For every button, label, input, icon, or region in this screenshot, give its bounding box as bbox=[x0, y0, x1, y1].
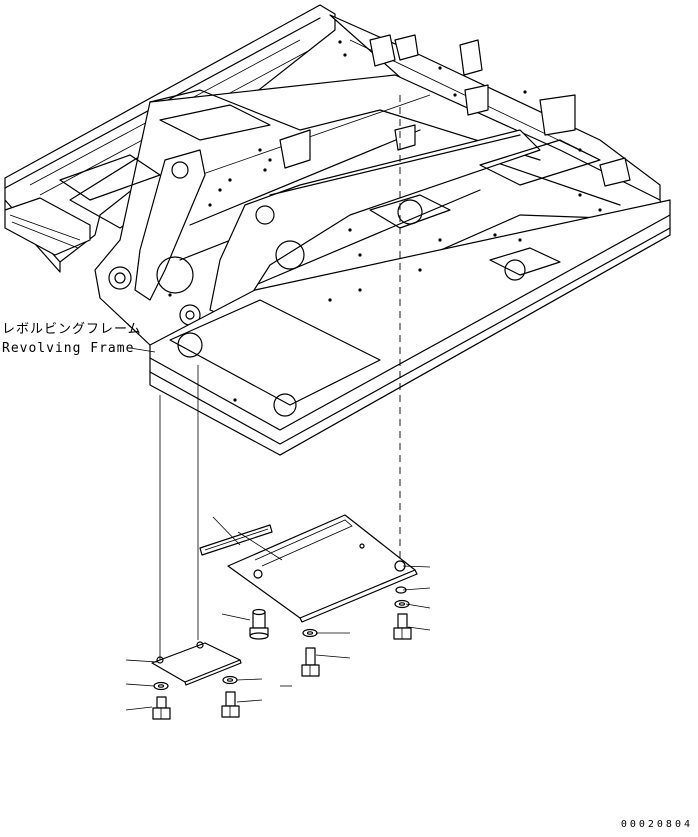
left-step bbox=[4, 197, 91, 256]
callout-leader bbox=[402, 587, 431, 591]
callout-leader bbox=[125, 659, 158, 663]
callout-leader bbox=[212, 516, 241, 546]
callout-leader bbox=[125, 706, 153, 711]
washer-2 bbox=[394, 599, 410, 609]
part-name-english: Revolving Frame bbox=[2, 341, 134, 356]
small-cover-plate bbox=[151, 642, 241, 683]
callout-leader bbox=[402, 565, 431, 568]
callout-leader bbox=[405, 603, 431, 609]
cover-parts bbox=[151, 514, 418, 720]
washer-4 bbox=[222, 675, 238, 685]
bolt-2 bbox=[393, 613, 412, 640]
callout-leader bbox=[221, 613, 251, 621]
callout-leader bbox=[237, 531, 283, 561]
callout-leaders bbox=[125, 516, 431, 711]
alignment-lines bbox=[159, 95, 401, 660]
bolt-4 bbox=[221, 691, 240, 718]
part-label: レボルビングフレーム Revolving Frame bbox=[2, 322, 156, 356]
stud-bolt bbox=[249, 608, 269, 640]
callout-leader bbox=[315, 654, 351, 659]
drawing-number: 00020804 bbox=[621, 819, 693, 830]
revolving-frame-drawing bbox=[4, 4, 671, 456]
callout-leader bbox=[407, 626, 431, 631]
washer-1 bbox=[302, 628, 318, 638]
callout-leader bbox=[125, 683, 155, 687]
boom-bracket-left bbox=[134, 149, 206, 301]
callout-leader bbox=[236, 699, 263, 703]
bolt-1 bbox=[301, 647, 320, 677]
washer-3 bbox=[153, 681, 169, 691]
callout-leader bbox=[236, 678, 263, 681]
bolt-3 bbox=[152, 696, 171, 720]
part-name-japanese: レボルビングフレーム bbox=[2, 322, 142, 337]
boom-bracket-right bbox=[209, 129, 541, 321]
front-rail bbox=[149, 199, 671, 456]
